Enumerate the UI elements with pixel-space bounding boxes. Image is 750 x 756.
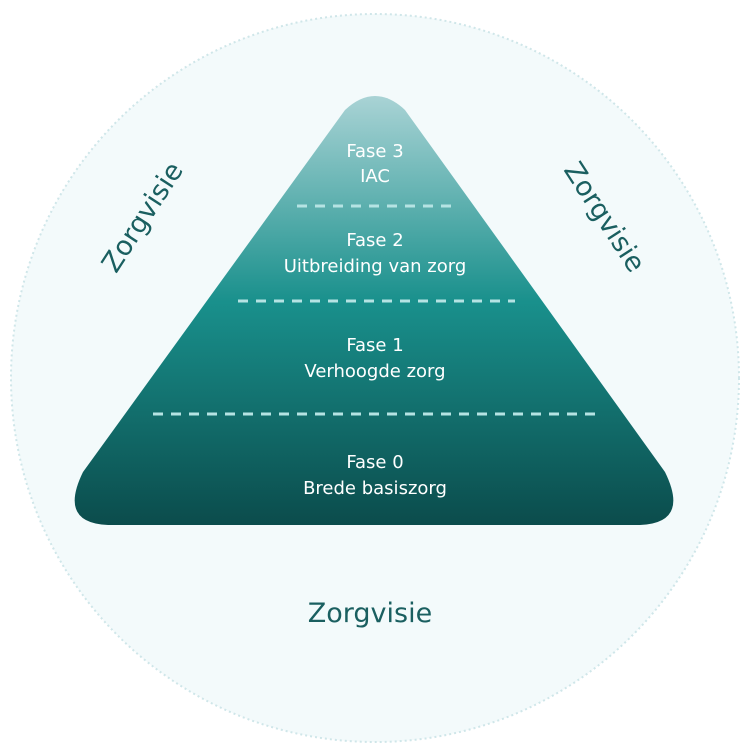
- phase-3-name: IAC: [360, 166, 390, 187]
- phase-3-title: Fase 3: [346, 141, 403, 162]
- phase-0-name: Brede basiszorg: [303, 478, 447, 499]
- pyramid: [74, 96, 674, 525]
- phase-2-name: Uitbreiding van zorg: [284, 256, 467, 277]
- vision-label-bottom: Zorgvisie: [308, 598, 432, 629]
- phase-2-title: Fase 2: [346, 230, 403, 251]
- phase-1-name: Verhoogde zorg: [304, 361, 445, 382]
- phase-0-title: Fase 0: [346, 452, 403, 473]
- phase-1-title: Fase 1: [346, 335, 403, 356]
